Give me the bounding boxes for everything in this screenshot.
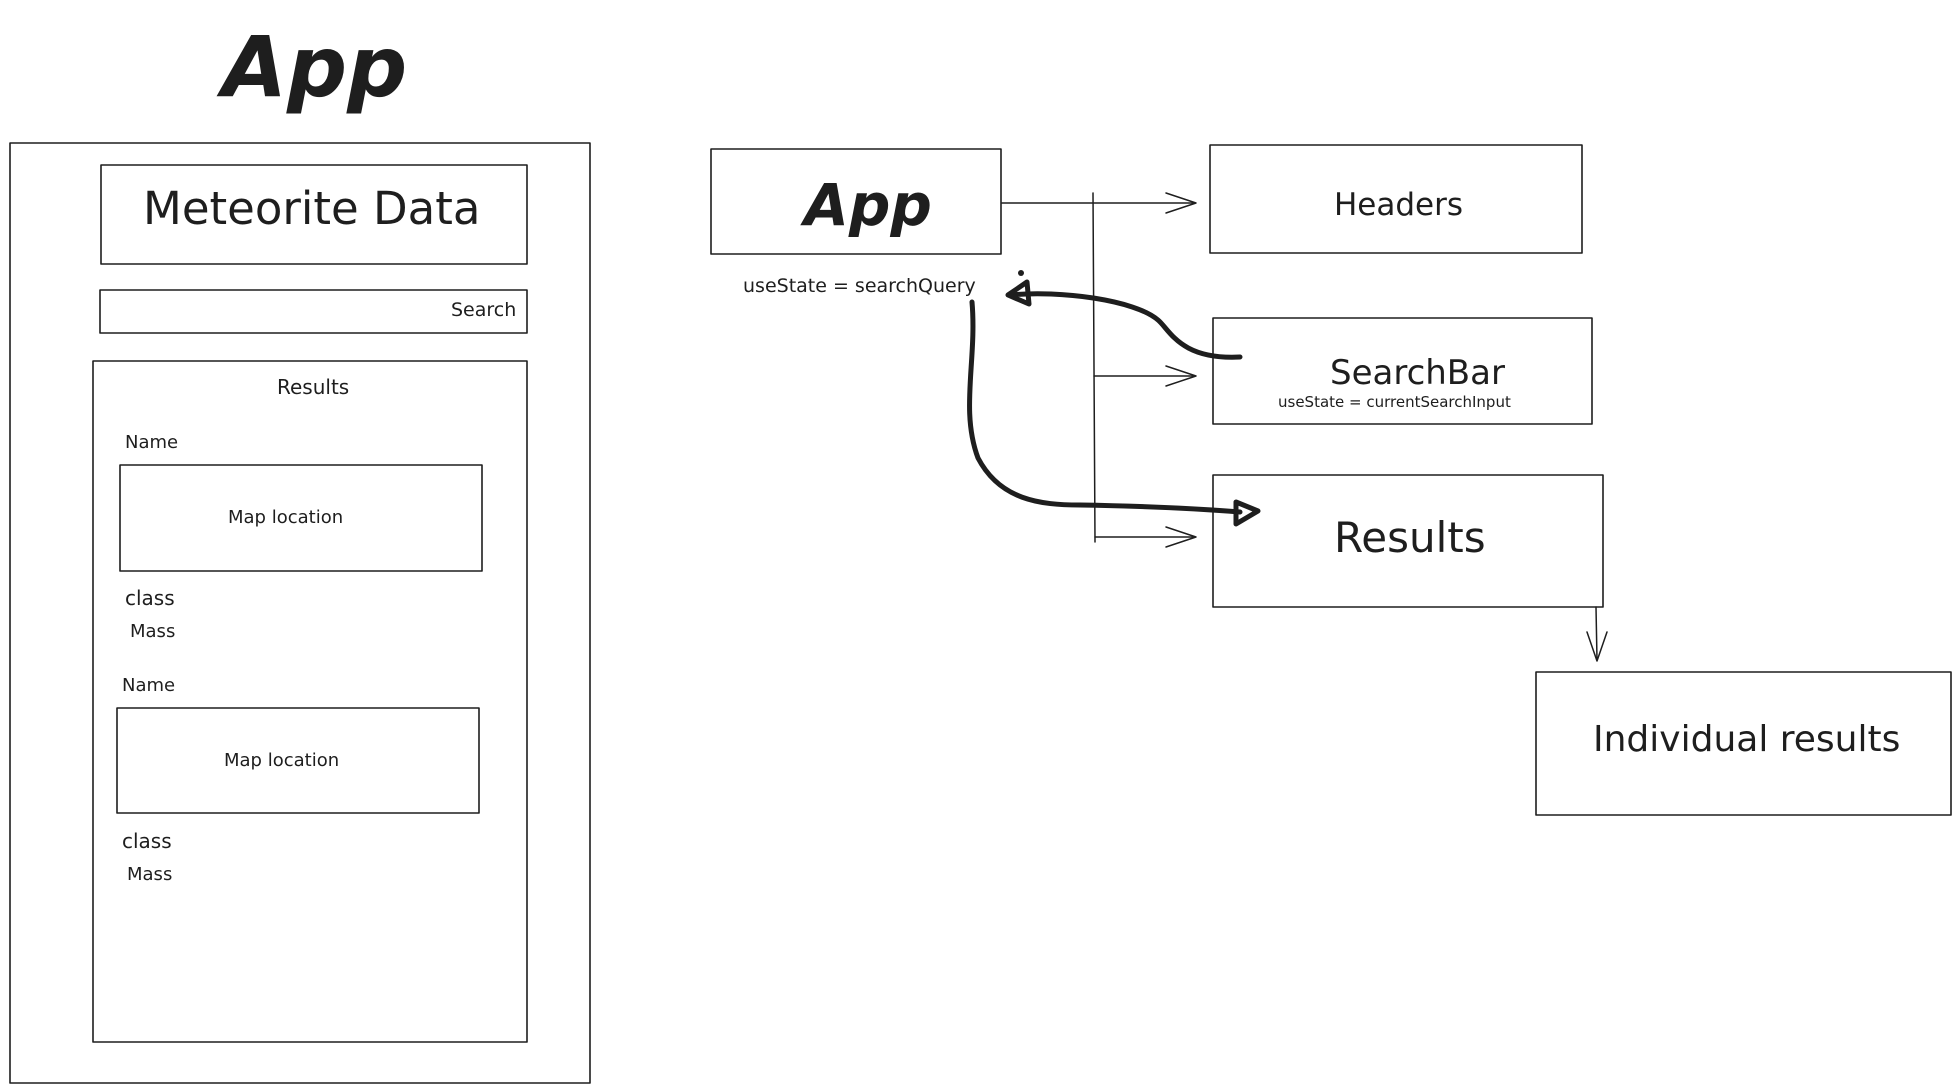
mockup-frame	[9, 142, 591, 1084]
app-node-state: useState = searchQuery	[743, 275, 976, 297]
mockup-header-box	[100, 164, 528, 265]
mockup-map-box-2	[116, 707, 480, 814]
app-node-box	[710, 148, 1002, 255]
arrowhead-to-results	[1165, 526, 1197, 548]
mockup-item-2-mass: Mass	[127, 864, 173, 885]
results-node-label: Results	[1334, 513, 1486, 562]
state-update-arrow	[1005, 270, 1243, 360]
arrowhead-to-headers	[1165, 192, 1197, 214]
arrowhead-to-searchbar	[1165, 365, 1197, 387]
mockup-item-2-map-label: Map location	[224, 750, 340, 771]
mockup-search-label: Search	[451, 299, 517, 321]
individual-node-box	[1535, 671, 1952, 816]
searchbar-node-state: useState = currentSearchInput	[1278, 393, 1511, 411]
app-children-connectors	[1001, 192, 1196, 543]
mockup-header-label: Meteorite Data	[143, 182, 481, 235]
searchbar-node-label: SearchBar	[1330, 353, 1505, 393]
mockup-search-box	[99, 289, 528, 334]
mockup-item-1-map-label: Map location	[228, 507, 344, 528]
mockup-results-heading: Results	[277, 375, 350, 399]
results-node-box	[1212, 474, 1604, 608]
mockup-item-2-class: class	[122, 829, 172, 853]
mockup-item-1-class: class	[125, 586, 175, 610]
mockup-item-1-name: Name	[125, 432, 179, 453]
mockup-map-box-1	[119, 464, 483, 572]
app-node-label: App	[804, 171, 932, 239]
results-to-individual-connector	[1586, 606, 1608, 662]
mockup-results-box	[92, 360, 528, 1043]
searchbar-node-box	[1212, 317, 1593, 425]
headers-node-box	[1209, 144, 1583, 254]
individual-node-label: Individual results	[1593, 719, 1901, 760]
mockup-item-1-mass: Mass	[130, 621, 176, 642]
mockup-title: App	[222, 18, 408, 116]
mockup-item-2-name: Name	[122, 675, 176, 696]
headers-node-label: Headers	[1334, 187, 1464, 223]
state-prop-arrow	[967, 299, 1261, 527]
